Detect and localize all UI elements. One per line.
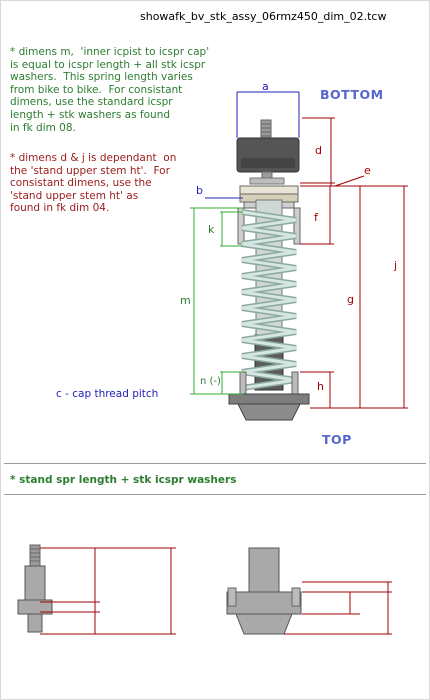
note-dimension-d-j: * dimens d & j is dependant on the 'stan…: [10, 152, 177, 215]
dark-cap-block: [236, 137, 300, 173]
label-b: b: [196, 184, 203, 197]
label-k: k: [208, 223, 215, 236]
dim-n: [220, 371, 243, 394]
lower-right-dims: [284, 581, 392, 635]
dim-f: [300, 186, 334, 245]
note-dimension-m: * dimens m, 'inner icpist to icspr cap' …: [10, 46, 210, 134]
divider-top: [4, 463, 426, 464]
label-g: g: [347, 293, 354, 306]
label-j: j: [394, 259, 398, 272]
label-n: n (-): [200, 376, 221, 387]
label-a: a: [262, 80, 269, 93]
lower-left-dims: [40, 547, 176, 635]
label-d: d: [315, 144, 322, 157]
label-e: e: [364, 164, 371, 177]
file-title: showafk_bv_stk_assy_06rmz450_dim_02.tcw: [140, 10, 387, 23]
lower-left-part: [17, 544, 53, 633]
dim-h: [300, 371, 334, 408]
note-footer: * stand spr length + stk icspr washers: [10, 474, 237, 486]
label-m: m: [180, 294, 191, 307]
note-cap-thread-pitch: c - cap thread pitch: [56, 388, 159, 400]
lower-cap: [228, 371, 310, 421]
label-bottom: BOTTOM: [320, 87, 384, 102]
label-f: f: [314, 211, 318, 224]
top-stud: [260, 119, 272, 141]
dim-a: [236, 91, 300, 138]
divider-bottom: [4, 494, 426, 495]
label-top: TOP: [322, 432, 352, 447]
dim-j: [300, 185, 408, 409]
dim-m: [190, 207, 243, 395]
label-h: h: [317, 380, 324, 393]
upper-washer: [249, 177, 285, 185]
dim-k: [220, 211, 243, 247]
spring-coils: [241, 209, 297, 391]
dim-e: [300, 175, 365, 187]
lower-right-part: [226, 547, 302, 635]
